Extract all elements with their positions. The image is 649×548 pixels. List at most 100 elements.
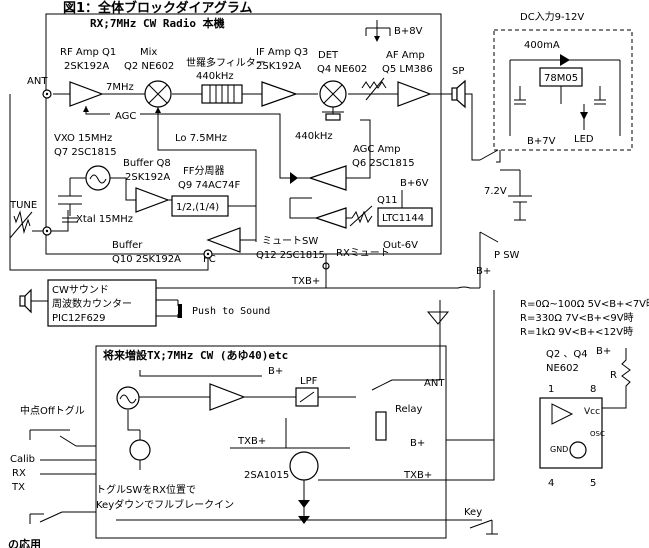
ff-label: FF分周器 bbox=[183, 165, 225, 177]
ltc-block bbox=[377, 207, 433, 227]
lpf-mark bbox=[299, 391, 315, 403]
det-part: Q4 NE602 bbox=[317, 64, 367, 75]
rf-7mhz-label: 7MHz bbox=[106, 82, 134, 93]
counter-line-3: PIC12F629 bbox=[52, 313, 106, 324]
power-diode bbox=[560, 54, 570, 66]
tune-wire bbox=[32, 210, 69, 232]
counter-speaker-cone bbox=[24, 288, 32, 314]
tx-txb: TXB+ bbox=[237, 436, 266, 447]
out6v-label: Out-6V bbox=[383, 240, 418, 251]
note-line-1: R=0Ω~100Ω 5V<B+<7V時 bbox=[520, 298, 649, 310]
rf-amp-label: RF Amp Q1 bbox=[60, 47, 116, 58]
tx-drive-triangle bbox=[209, 383, 246, 411]
tx-pos-label: TX bbox=[11, 482, 25, 493]
ic-pin-4: 4 bbox=[548, 478, 554, 489]
agc-label: AGC bbox=[115, 111, 136, 122]
det-cross bbox=[323, 84, 343, 104]
mix-label: Mix bbox=[140, 47, 157, 58]
ic-pin-8: 8 bbox=[590, 384, 596, 395]
battery-label: 7.2V bbox=[484, 186, 507, 197]
psw-label: P SW bbox=[494, 250, 520, 261]
tx-q-body bbox=[289, 451, 319, 481]
bplus-label: B+ bbox=[476, 266, 491, 277]
counter-line-1: CWサウンド bbox=[52, 284, 109, 296]
rx-mute-label: RXミュート bbox=[336, 248, 390, 259]
af-amp-label: AF Amp bbox=[386, 50, 425, 61]
vxo-wave bbox=[89, 174, 107, 184]
filter-label: 世羅多フィルター bbox=[186, 56, 266, 69]
buffer-q10-triangle bbox=[206, 227, 241, 253]
bfo-freq-label: 440kHz bbox=[295, 131, 333, 142]
relay-label: Relay bbox=[395, 404, 423, 415]
speaker-body bbox=[451, 87, 458, 101]
led-label: LED bbox=[574, 134, 594, 145]
note-line-2: R=330Ω 7V<B+<9V時 bbox=[520, 312, 634, 324]
key-label: Key bbox=[464, 507, 482, 518]
ic-pin-5: 5 bbox=[590, 478, 596, 489]
if-amp-label: IF Amp Q3 bbox=[256, 47, 308, 58]
tx-osc bbox=[139, 370, 262, 377]
ic-r-resistor bbox=[600, 348, 631, 409]
rf-amp-triangle bbox=[69, 81, 104, 107]
push-button bbox=[178, 304, 182, 318]
tx-q2-body bbox=[129, 439, 151, 461]
counter-speaker bbox=[19, 295, 26, 307]
txb-label-top: TXB+ bbox=[291, 276, 320, 287]
tx-bplus2: B+ bbox=[410, 438, 425, 449]
ic-label-2: NE602 bbox=[546, 363, 579, 374]
vxo-part: Q7 2SC1815 bbox=[54, 147, 117, 158]
speaker-cone bbox=[456, 79, 466, 109]
mute-wires bbox=[289, 197, 352, 219]
det-crystal bbox=[325, 113, 341, 121]
af-amp-triangle bbox=[397, 81, 432, 107]
reg-label: 78M05 bbox=[544, 73, 578, 84]
sp-label: SP bbox=[452, 66, 464, 77]
xtal-label: Xtal 15MHz bbox=[76, 214, 133, 225]
battery-symbol bbox=[508, 170, 532, 221]
ff-div: 1/2,(1/4) bbox=[176, 202, 219, 213]
tx-frame bbox=[95, 345, 447, 539]
b7v-label: B+7V bbox=[527, 136, 556, 147]
buffer-q8-part: 2SK192A bbox=[125, 172, 170, 183]
filter-freq: 440kHz bbox=[196, 71, 234, 82]
agc-amp-triangle bbox=[308, 165, 347, 191]
toggle-switch-2 bbox=[29, 511, 96, 524]
det-label: DET bbox=[318, 50, 339, 61]
vxo-label: VXO 15MHz bbox=[54, 133, 112, 144]
tx-heading: 将来増設TX;7MHz CW (あゆ40)etc bbox=[103, 348, 288, 362]
power-down-wire bbox=[496, 150, 501, 163]
rx-b8v-label: B+8V bbox=[394, 26, 423, 37]
mixer-cross bbox=[148, 84, 168, 104]
ic-pin-1: 1 bbox=[548, 384, 554, 395]
tx-txb2-wire bbox=[303, 479, 452, 520]
ant-label: ANT bbox=[27, 76, 48, 87]
push-switch bbox=[156, 299, 179, 318]
ic-mixer bbox=[569, 441, 587, 459]
push-label: Push to Sound bbox=[192, 306, 270, 317]
tx-ant-label: ANT bbox=[424, 378, 445, 389]
tx-diodes bbox=[298, 500, 310, 524]
tx-txb2: TXB+ bbox=[403, 470, 432, 481]
mix-part: Q2 NE602 bbox=[124, 61, 174, 72]
ic-amp bbox=[551, 403, 574, 425]
ltc-label: LTC1144 bbox=[382, 213, 424, 224]
mute-resistor bbox=[351, 210, 373, 224]
rx-frame bbox=[45, 13, 442, 255]
ic-bplus: B+ bbox=[596, 346, 611, 357]
tx-q-label: 2SA1015 bbox=[244, 470, 289, 481]
tune-terminal-dot bbox=[45, 229, 49, 233]
rx-b8v-arrow bbox=[374, 36, 380, 42]
ic-r-label: R bbox=[610, 370, 617, 381]
tune-label: TUNE bbox=[9, 200, 37, 211]
calib-lead bbox=[40, 459, 96, 475]
b6v-label: B+6V bbox=[400, 178, 429, 189]
power-box bbox=[493, 29, 633, 151]
lo-label: Lo 7.5MHz bbox=[175, 133, 227, 144]
agc-amp-part: Q6 2SC1815 bbox=[352, 158, 415, 169]
rx-b8v-wire bbox=[365, 20, 391, 38]
right-bus bbox=[446, 290, 495, 481]
tx-bplus: B+ bbox=[268, 366, 283, 377]
counter-line-2: 周波数カウンター bbox=[52, 297, 132, 310]
agc-amp-label: AGC Amp bbox=[353, 144, 401, 155]
